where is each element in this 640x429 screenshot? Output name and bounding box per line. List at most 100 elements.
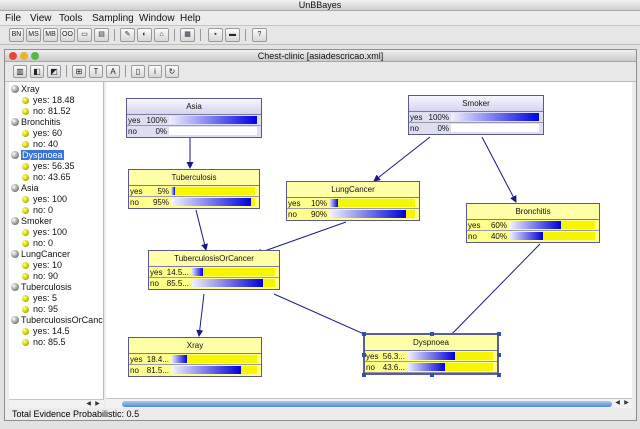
help-icon[interactable]: ? (252, 28, 267, 42)
menu-sampling[interactable]: Sampling (92, 13, 134, 24)
reset-icon[interactable]: ↻ (165, 65, 179, 78)
metal-look-icon[interactable]: ▪ (208, 28, 223, 42)
new-msbn-icon[interactable]: MS (26, 28, 41, 42)
resize-handle[interactable] (497, 332, 501, 336)
home-icon[interactable]: ⌂ (154, 28, 169, 42)
scroll-left-icon[interactable]: ◀ (86, 401, 91, 407)
tree-node-tuberculosis[interactable]: Tuberculosis (11, 282, 72, 293)
scroll-right-icon[interactable]: ▶ (95, 401, 100, 407)
tree-state[interactable]: yes: 60 (22, 128, 62, 139)
probability-fill (171, 187, 175, 195)
tree-state[interactable]: yes: 5 (22, 293, 57, 304)
menu-window[interactable]: Window (139, 13, 175, 24)
tree-state[interactable]: no: 90 (22, 271, 58, 282)
tree-node-bronchitis[interactable]: Bronchitis (11, 117, 61, 128)
save-file-icon[interactable]: ▤ (94, 28, 109, 42)
scroll-thumb[interactable] (122, 401, 612, 407)
document-icon[interactable]: ▯ (131, 65, 145, 78)
tree-state[interactable]: yes: 14.5 (22, 326, 70, 337)
tree-state[interactable]: no: 81.52 (22, 106, 71, 117)
tree-node-label: Asia (21, 183, 39, 193)
zoom-window-icon[interactable] (31, 52, 39, 60)
scroll-left-icon[interactable]: ◀ (615, 400, 620, 406)
cascade-windows-icon[interactable]: ▦ (180, 28, 195, 42)
motif-look-icon[interactable]: ▬ (225, 28, 240, 42)
resize-handle[interactable] (362, 332, 366, 336)
resize-handle[interactable] (430, 332, 434, 336)
expand-tree-icon[interactable]: ◧ (30, 65, 44, 78)
tile-windows-icon[interactable]: ◐ (137, 28, 152, 42)
new-oobn-icon[interactable]: OO (60, 28, 75, 42)
learn-icon[interactable]: ✎ (120, 28, 135, 42)
resize-handle[interactable] (497, 353, 501, 357)
collapse-tree-icon[interactable]: ◩ (47, 65, 61, 78)
compile-icon[interactable]: ▥ (13, 65, 27, 78)
resize-handle[interactable] (362, 353, 366, 357)
minimize-window-icon[interactable] (20, 52, 28, 60)
tree-node-smoker[interactable]: Smoker (11, 216, 52, 227)
scroll-right-icon[interactable]: ▶ (624, 400, 629, 406)
tree-state[interactable]: yes: 10 (22, 260, 62, 271)
tree-state[interactable]: yes: 18.48 (22, 95, 75, 106)
tree-state[interactable]: yes: 100 (22, 194, 67, 205)
tree-state[interactable]: no: 0 (22, 205, 53, 216)
tree-state[interactable]: no: 43.65 (22, 172, 71, 183)
new-network-icon[interactable]: BN (9, 28, 24, 42)
tree-horizontal-scrollbar[interactable]: ◀ ▶ (9, 399, 104, 408)
log-icon[interactable]: A (106, 65, 120, 78)
resize-handle[interactable] (362, 373, 366, 377)
open-file-icon[interactable]: ▭ (77, 28, 92, 42)
text-icon[interactable]: T (89, 65, 103, 78)
info-icon[interactable]: i (148, 65, 162, 78)
tree-node-lungcancer[interactable]: LungCancer (11, 249, 70, 260)
close-window-icon[interactable] (9, 52, 17, 60)
tree-icon[interactable]: ⊞ (72, 65, 86, 78)
tree-state[interactable]: no: 0 (22, 238, 53, 249)
tree-node-asia[interactable]: Asia (11, 183, 39, 194)
tree-node-dyspnoea[interactable]: Dyspnoea (11, 150, 64, 161)
state-value: 60% (490, 221, 507, 230)
menu-file[interactable]: File (5, 13, 22, 24)
tree-state[interactable]: yes: 100 (22, 227, 67, 238)
node-title: Bronchitis (467, 204, 599, 220)
tree-state[interactable]: yes: 56.35 (22, 161, 75, 172)
tree-state[interactable]: no: 40 (22, 139, 58, 150)
tree-state[interactable]: no: 95 (22, 304, 58, 315)
tree-node-xray[interactable]: Xray (11, 84, 40, 95)
menu-tools[interactable]: Tools (59, 13, 83, 24)
tree-node-tuberculosisorcancer[interactable]: TuberculosisOrCancer (11, 315, 103, 326)
tree-state[interactable]: no: 85.5 (22, 337, 66, 348)
resize-handle[interactable] (497, 373, 501, 377)
node-icon (11, 283, 19, 291)
canvas-horizontal-scrollbar[interactable]: ◀ ▶ (106, 398, 632, 408)
menu-view[interactable]: View (30, 13, 52, 24)
menu-help[interactable]: Help (180, 13, 201, 24)
new-mebn-icon[interactable]: MB (43, 28, 58, 42)
resize-handle[interactable] (430, 373, 434, 377)
